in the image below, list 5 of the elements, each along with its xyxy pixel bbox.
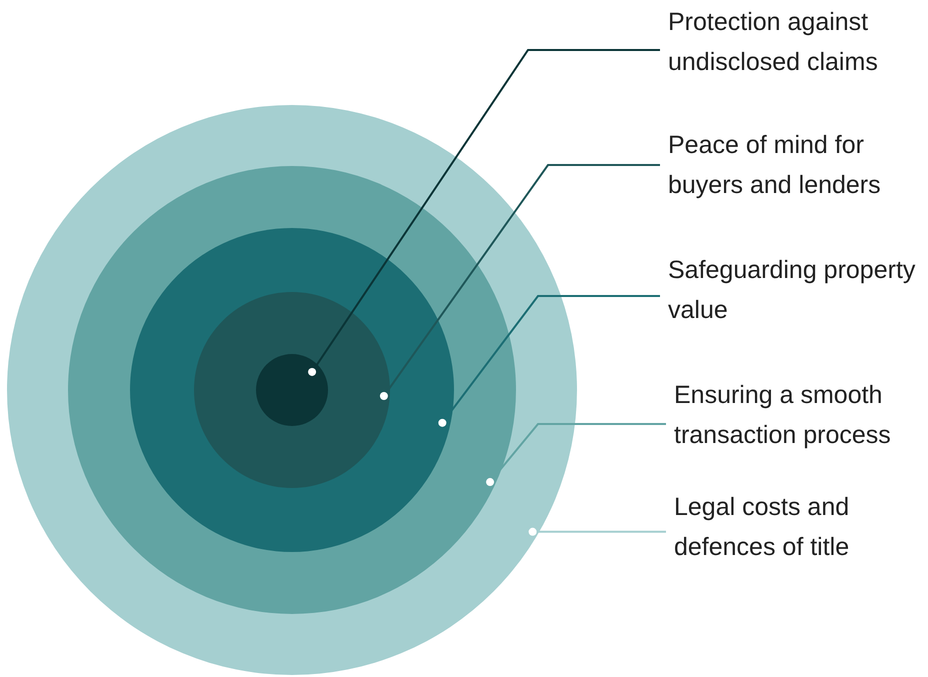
callout-text: Safeguarding property value [668, 250, 918, 330]
callout-text: Ensuring a smooth transaction process [674, 375, 924, 455]
callout-text: Peace of mind for buyers and lenders [668, 125, 918, 205]
callout-text: Protection against undisclosed claims [668, 2, 918, 82]
callout-text: Legal costs and defences of title [674, 487, 924, 567]
